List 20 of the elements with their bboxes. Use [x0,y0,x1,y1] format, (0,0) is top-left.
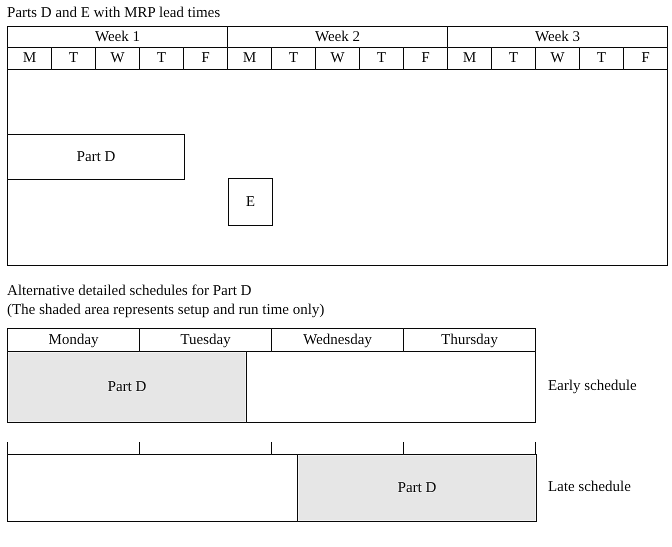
chart-heading: Parts D and E with MRP lead times [7,5,220,22]
note-text: (The shaded area represents setup and run time only) [7,302,324,319]
chart-frame [7,454,536,522]
week-header: Week 3 [447,26,668,48]
chart-frame [7,351,536,423]
bar-label: Part D [398,480,436,496]
row-caption: Late schedule [548,479,631,496]
chart-frame [7,69,668,266]
schedule-bar [7,134,185,180]
bar-label: Part D [76,148,116,166]
day-header: Monday [7,328,140,352]
chart-heading: Alternative detailed schedules for Part D [7,283,252,300]
schedule-bar [297,454,537,522]
bar-label: Part D [108,378,146,396]
schedule-bar [228,178,273,226]
row-caption: Early schedule [548,378,637,395]
schedule-bar [7,351,247,423]
week-header: Week 1 [7,26,228,48]
bar-label: E [246,194,256,210]
day-header: Thursday [403,328,536,352]
